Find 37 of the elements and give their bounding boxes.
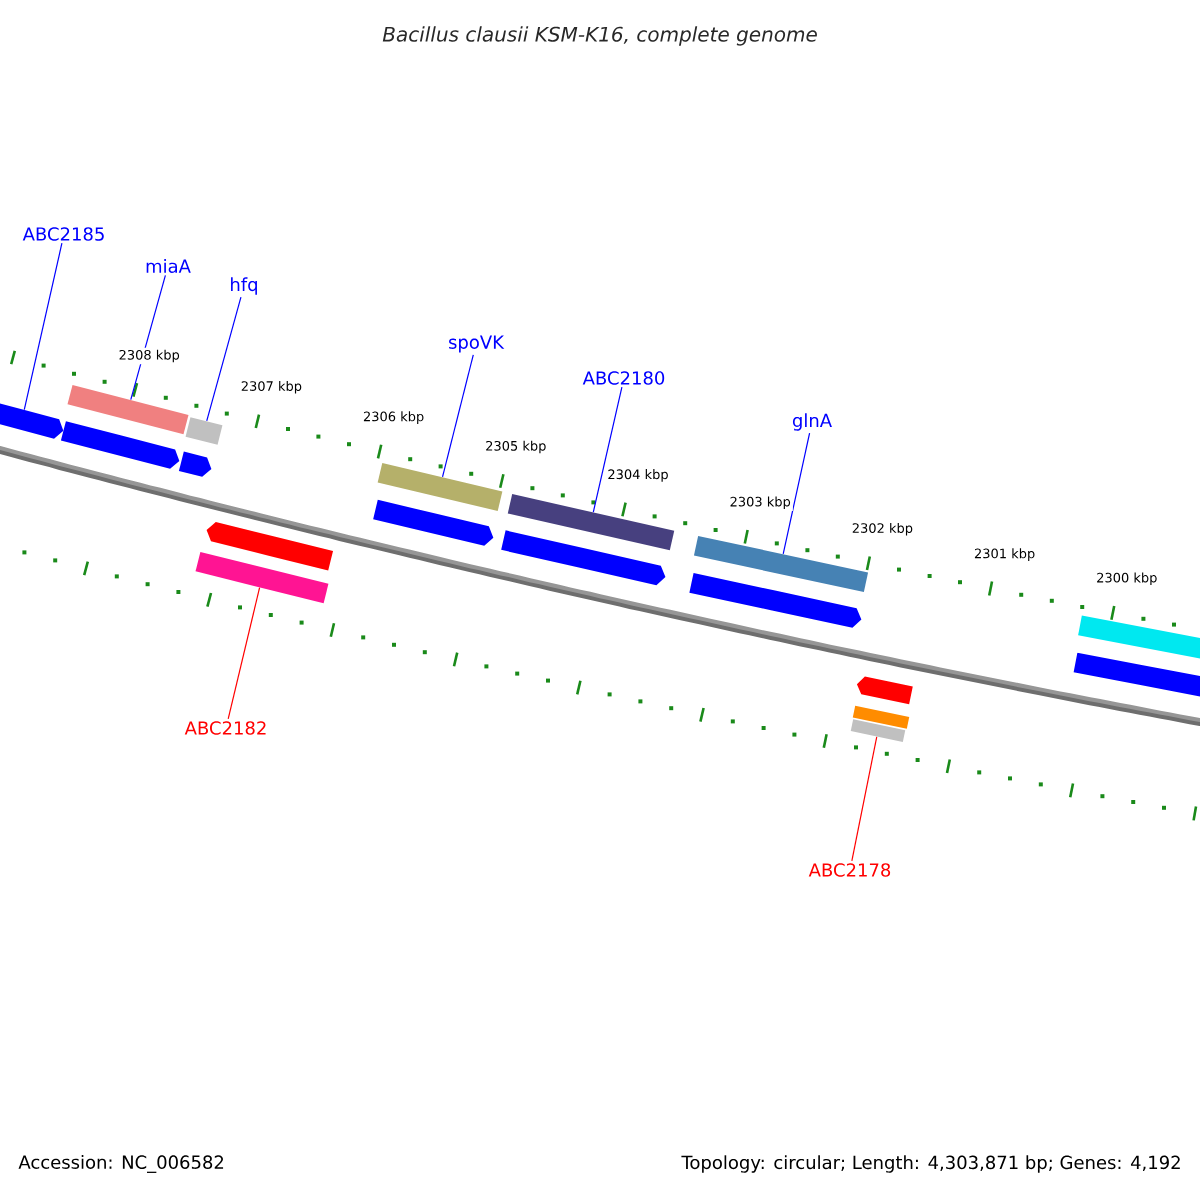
gene-feature (60, 421, 180, 469)
leader-line (851, 736, 878, 862)
gene-bar (377, 463, 503, 511)
leader-line (592, 386, 623, 513)
accession-text: Accession: NC_006582 (18, 1155, 224, 1173)
leader-line (782, 432, 811, 555)
gene-label: miaA (146, 259, 191, 273)
leader-line (130, 274, 166, 401)
gene-bar (693, 536, 869, 592)
title: Bacillus clausii KSM-K16, complete genome (382, 26, 817, 46)
gene-bar (67, 384, 189, 435)
gene-feature (856, 676, 913, 705)
leader-line (206, 296, 242, 422)
gene-bar (850, 719, 906, 742)
gene-bar (185, 417, 223, 445)
gene-bar (195, 551, 329, 604)
gene-label: ABC2178 (808, 863, 891, 877)
gene-bar (852, 705, 910, 729)
gene-label: ABC2182 (184, 721, 266, 735)
gene-feature (689, 573, 862, 628)
gene-feature (178, 451, 212, 477)
gene-label: hfq (231, 277, 257, 295)
gene-feature (0, 400, 64, 439)
gene-label: glnA (792, 413, 832, 431)
gene-feature (373, 499, 494, 546)
gene-bar (507, 494, 675, 551)
leader-line (441, 354, 474, 478)
leader-line (227, 587, 261, 720)
gene-label: spoVK (449, 335, 505, 353)
gene-feature (1073, 652, 1200, 698)
leader-line (23, 242, 63, 411)
gene-label: ABC2180 (582, 371, 665, 385)
genome-stats-text: Topology: circular; Length: 4,303,871 bp; Genes: 4,192 (681, 1155, 1180, 1173)
gene-feature (206, 521, 334, 571)
gene-bar (1078, 615, 1200, 660)
gene-feature (501, 530, 666, 586)
gene-label: ABC2185 (22, 227, 104, 241)
